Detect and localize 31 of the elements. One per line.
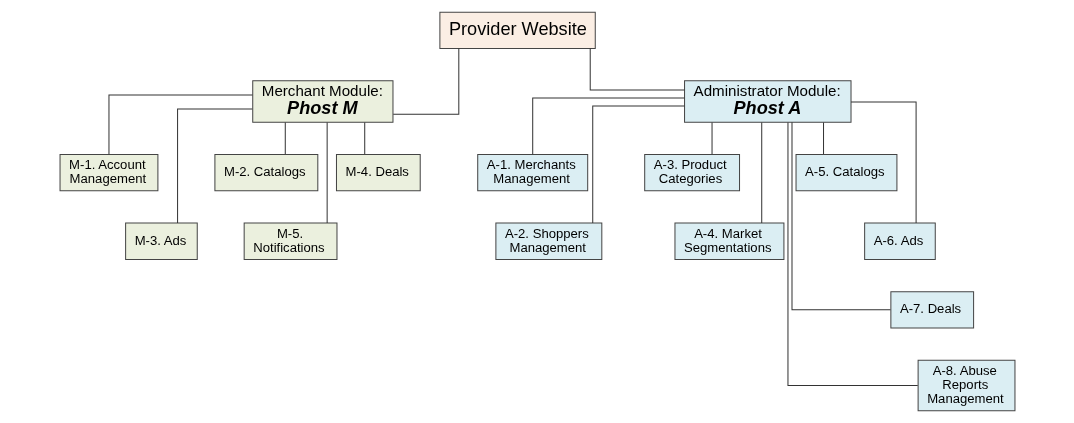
connector xyxy=(591,105,685,224)
connector xyxy=(850,101,917,224)
node-box: Administrator Module: Phost A xyxy=(683,80,852,123)
connector xyxy=(711,121,713,155)
node-box: A-5. Catalogs xyxy=(795,154,897,192)
node-box: A-6. Ads xyxy=(863,222,936,260)
node-box: M-5. Notifications xyxy=(243,222,337,260)
connector xyxy=(284,121,286,155)
connector xyxy=(531,97,685,155)
node-box: A-3. Product Categories xyxy=(643,154,740,192)
connector xyxy=(760,121,762,224)
node-box: A-4. Market Segmentations xyxy=(673,222,784,260)
connector xyxy=(791,121,891,311)
node-box: M-2. Catalogs xyxy=(213,154,318,192)
node-box: A-2. Shoppers Management xyxy=(494,222,602,260)
connector xyxy=(786,121,918,387)
connector xyxy=(107,94,253,155)
node-box: M-3. Ads xyxy=(124,222,198,260)
node-box: M-1. Account Management xyxy=(59,154,158,192)
connector xyxy=(176,108,253,224)
connector xyxy=(392,48,459,115)
node-box: A-7. Deals xyxy=(889,291,974,329)
connector xyxy=(326,121,328,224)
connector xyxy=(589,48,685,91)
node-box: Provider Website xyxy=(438,11,596,50)
node-box: A-1. Merchants Management xyxy=(476,154,588,192)
connector xyxy=(363,121,365,155)
connector xyxy=(822,121,824,155)
node-box: M-4. Deals xyxy=(335,154,421,192)
node-box: Merchant Module: Phost M xyxy=(251,80,393,123)
node-box: A-8. Abuse Reports Management xyxy=(917,359,1015,412)
